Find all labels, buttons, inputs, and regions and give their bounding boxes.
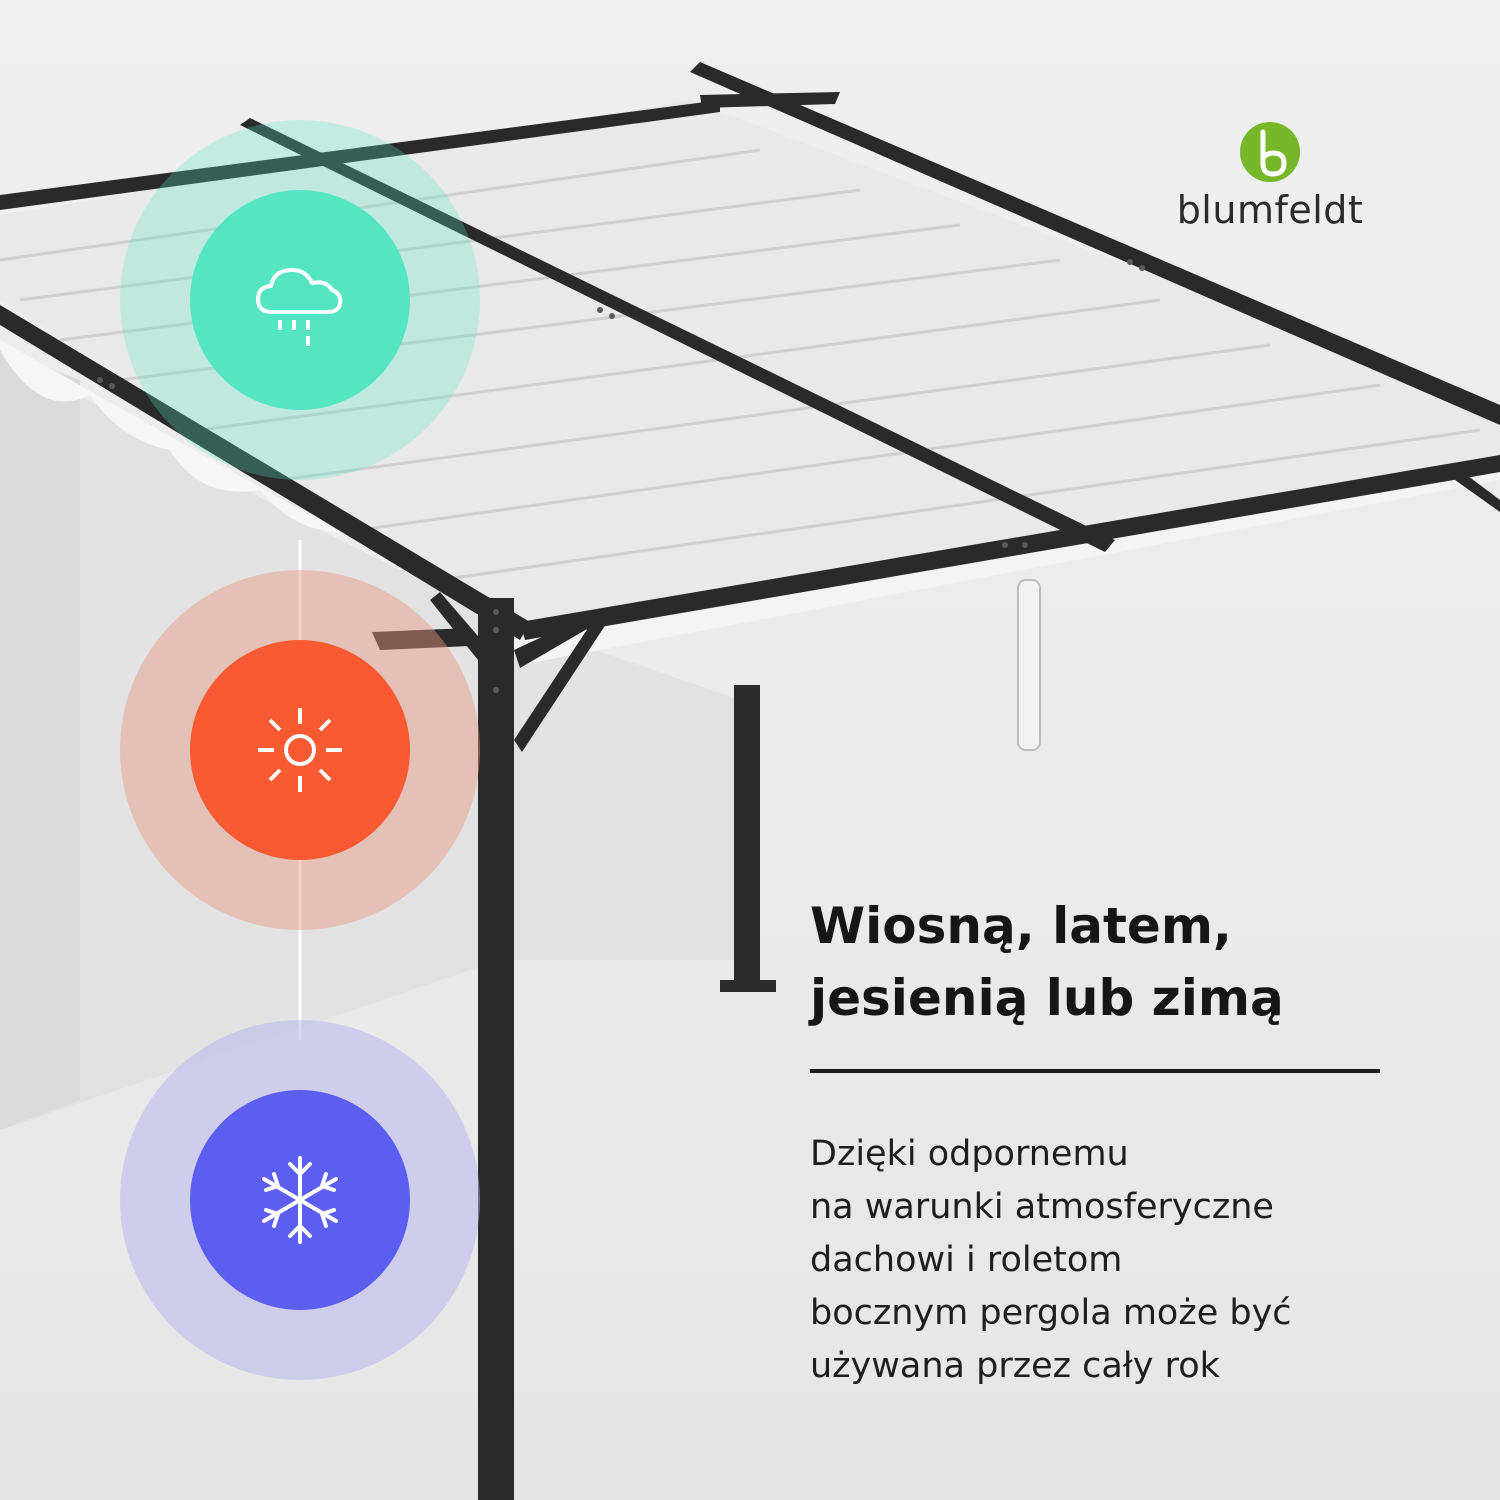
description-line-1: Dzięki odpornemu: [810, 1134, 1129, 1174]
brand-leaf-icon: [1240, 122, 1300, 182]
sun-badge-circle: [190, 640, 410, 860]
snowflake-icon: [262, 1156, 338, 1244]
description-line-3: dachowi i roletom: [810, 1240, 1123, 1280]
rain-cloud-icon: [256, 268, 343, 346]
sun-icon: [258, 708, 342, 792]
description-line-2: na warunki atmosferyczne: [810, 1187, 1274, 1227]
headline-line-1: Wiosną, latem,: [810, 897, 1232, 955]
sun-badge: [120, 570, 480, 930]
description-line-4: bocznym pergola może być: [810, 1293, 1292, 1333]
brand-name: blumfeldt: [1176, 188, 1364, 232]
rain-badge: [120, 120, 480, 480]
brand-logo: blumfeldt: [1150, 120, 1390, 232]
snow-badge: [120, 1020, 480, 1380]
snow-badge-circle: [190, 1090, 410, 1310]
divider: [810, 1069, 1380, 1073]
description: Dzięki odpornemu na warunki atmosferyczn…: [810, 1128, 1430, 1393]
rain-badge-circle: [190, 190, 410, 410]
description-line-5: używana przez cały rok: [810, 1346, 1220, 1386]
headline-line-2: jesienią lub zimą: [810, 969, 1284, 1027]
headline: Wiosną, latem, jesienią lub zimą: [810, 890, 1430, 1034]
